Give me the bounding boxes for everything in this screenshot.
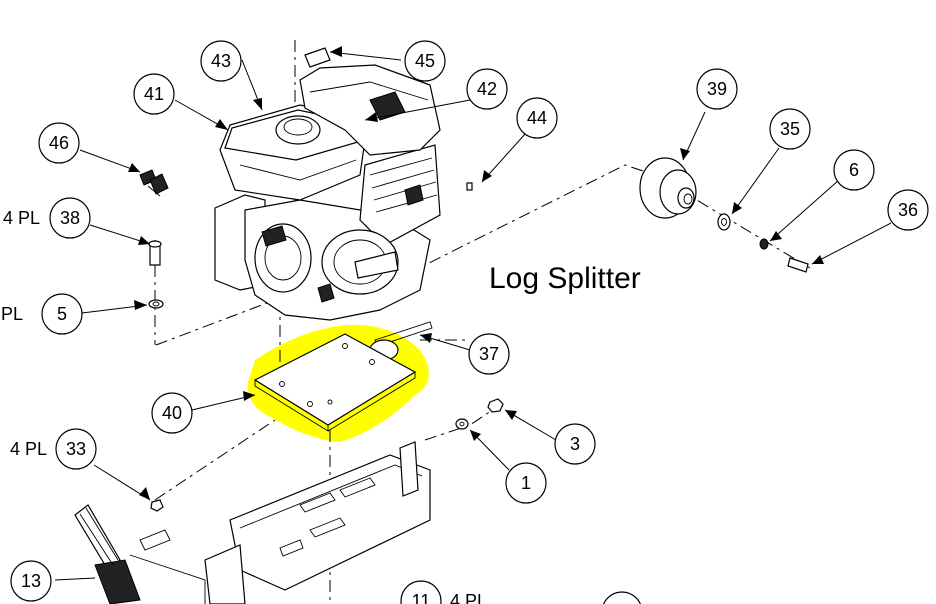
base-frame	[129, 441, 431, 604]
callout-13-label: 13	[21, 571, 41, 591]
callout-37: 37	[468, 333, 510, 375]
callout-5-label: 5	[57, 304, 67, 324]
callout-33: 33	[55, 428, 97, 470]
qty-label-38: 4 PL	[3, 208, 40, 228]
pulley-assembly	[639, 157, 809, 273]
callout-11: 11	[400, 580, 442, 604]
callout-37-label: 37	[479, 344, 499, 364]
arrowheads	[128, 46, 824, 500]
part-44-pin	[466, 182, 473, 191]
callout-41-label: 41	[144, 84, 164, 104]
callout-40-label: 40	[162, 403, 182, 423]
callout-46: 46	[38, 122, 80, 164]
callout-3-label: 3	[570, 434, 580, 454]
callout-6: 6	[833, 149, 875, 191]
callout-40: 40	[151, 392, 193, 434]
callout-45: 45	[404, 40, 446, 82]
callout-33-label: 33	[66, 439, 86, 459]
callout-43: 43	[200, 40, 242, 82]
callout-3: 3	[554, 423, 596, 465]
callout-44-label: 44	[527, 108, 547, 128]
callout-13: 13	[10, 560, 52, 602]
callout-42-label: 42	[477, 79, 497, 99]
callout-43-label: 43	[211, 51, 231, 71]
callout-1-label: 1	[521, 473, 531, 493]
bolt-38-washer-5	[148, 240, 164, 309]
callout-partial	[603, 591, 641, 604]
callout-45-label: 45	[415, 51, 435, 71]
callout-39: 39	[696, 68, 738, 110]
callout-38-label: 38	[60, 208, 80, 228]
callout-46-label: 46	[49, 133, 69, 153]
callout-35-label: 35	[780, 119, 800, 139]
callout-36-label: 36	[898, 200, 918, 220]
callout-1: 1	[505, 462, 547, 504]
callout-38: 38	[49, 197, 91, 239]
callout-6-label: 6	[849, 160, 859, 180]
nut-33	[150, 499, 164, 512]
callout-36: 36	[887, 189, 929, 231]
mounting-plate-40	[253, 321, 433, 432]
callout-39-label: 39	[707, 79, 727, 99]
callout-41: 41	[133, 73, 175, 115]
callout-44: 44	[516, 97, 558, 139]
diagram-title: Log Splitter	[489, 262, 641, 295]
qty-label-33: 4 PL	[10, 439, 47, 459]
callout-5: 5	[41, 293, 83, 335]
qty-label-5: 4 PL	[0, 304, 23, 324]
nut-3-washer-1	[455, 398, 504, 430]
callout-35: 35	[769, 108, 811, 150]
qty-label-11: 4 PL	[450, 591, 487, 604]
control-handle	[74, 504, 141, 604]
leader-lines	[54, 51, 892, 581]
callout-bubbles: 43 45 41 42 46 44 39 35 6 36 38 5 37 40 …	[10, 40, 929, 604]
callout-11-label: 11	[412, 591, 431, 604]
engine	[214, 47, 441, 321]
callout-42: 42	[466, 68, 508, 110]
part-46-fittings	[139, 169, 169, 197]
